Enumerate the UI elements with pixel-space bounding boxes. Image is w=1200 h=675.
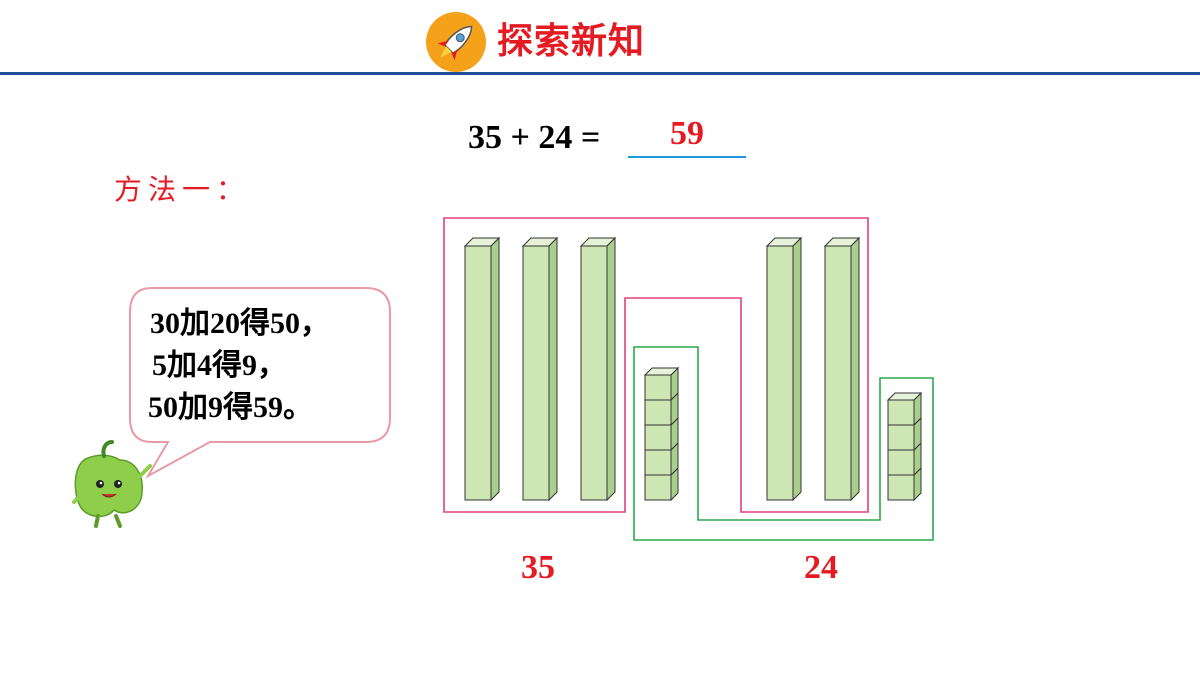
tens-rod [825,238,859,500]
ones-cube [645,375,671,400]
equation-expression: 35 + 24 = [468,116,600,160]
group-label-35: 35 [498,548,578,588]
bubble-line: 5加4得9， [152,345,380,387]
grouping-outline-green [634,347,933,540]
tens-rod [581,238,615,500]
ones-cubes [888,393,921,500]
group-label-24: 24 [781,548,861,588]
speech-bubble-text: 30加20得50， 5加4得9， 50加9得59。 [150,303,380,429]
header-divider [0,72,1200,75]
tens-rod [465,238,499,500]
rocket-icon [424,10,488,74]
ones-cube [888,475,914,500]
tens-rod [523,238,557,500]
pepper-mascot [74,442,150,526]
ones-cube [888,425,914,450]
ones-cube [645,425,671,450]
equation-answer: 59 [628,112,746,156]
tens-rod [767,238,801,500]
answer-underline [628,156,746,158]
ones-cube [645,450,671,475]
ones-cube [645,475,671,500]
page-title: 探索新知 [497,18,645,66]
grouping-outline-pink [444,218,868,512]
ones-cube [645,400,671,425]
ones-cubes [645,368,678,500]
ones-cube [888,400,914,425]
ones-cube [888,450,914,475]
method-label: 方法一： [114,170,250,210]
bubble-line: 30加20得50， [150,303,380,345]
bubble-line: 50加9得59。 [148,387,380,429]
